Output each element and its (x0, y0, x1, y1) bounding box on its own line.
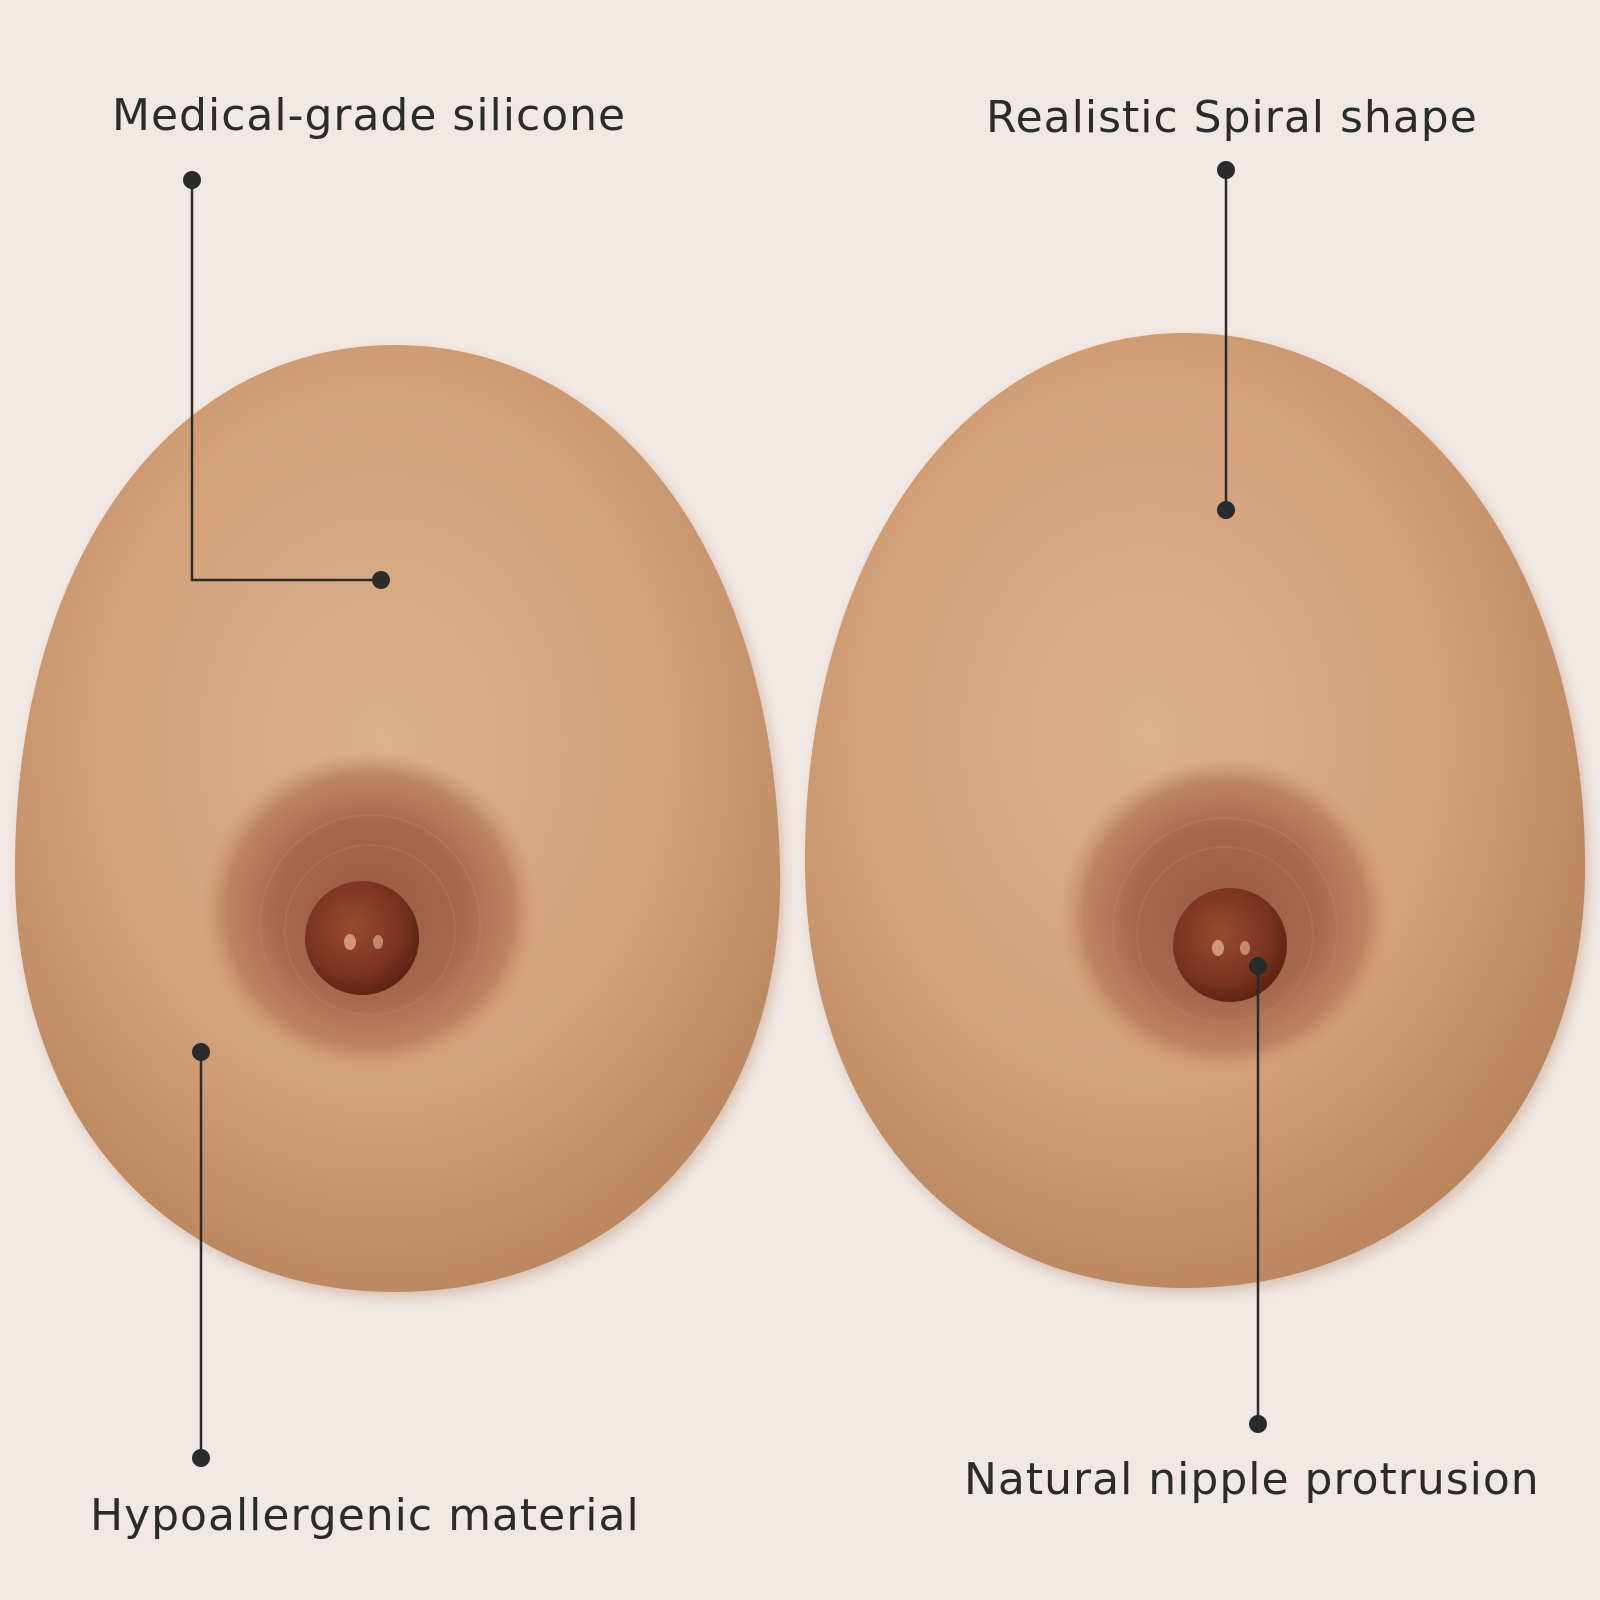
callout-line-hypoallergenic (192, 1043, 210, 1467)
callout-line-medical-grade (183, 171, 390, 589)
callout-hypoallergenic: Hypoallergenic material (90, 1490, 640, 1541)
callout-nipple-protrusion: Natural nipple protrusion (964, 1454, 1540, 1505)
callout-realistic-shape: Realistic Spiral shape (986, 92, 1478, 143)
callout-line-nipple-protrusion (1249, 957, 1267, 1433)
callout-line-realistic-shape (1217, 161, 1235, 519)
left-nipple (305, 881, 419, 995)
left-breast-form (15, 345, 785, 1298)
callout-medical-grade: Medical-grade silicone (112, 90, 627, 141)
right-nipple (1173, 888, 1287, 1002)
right-breast-form (805, 333, 1590, 1294)
